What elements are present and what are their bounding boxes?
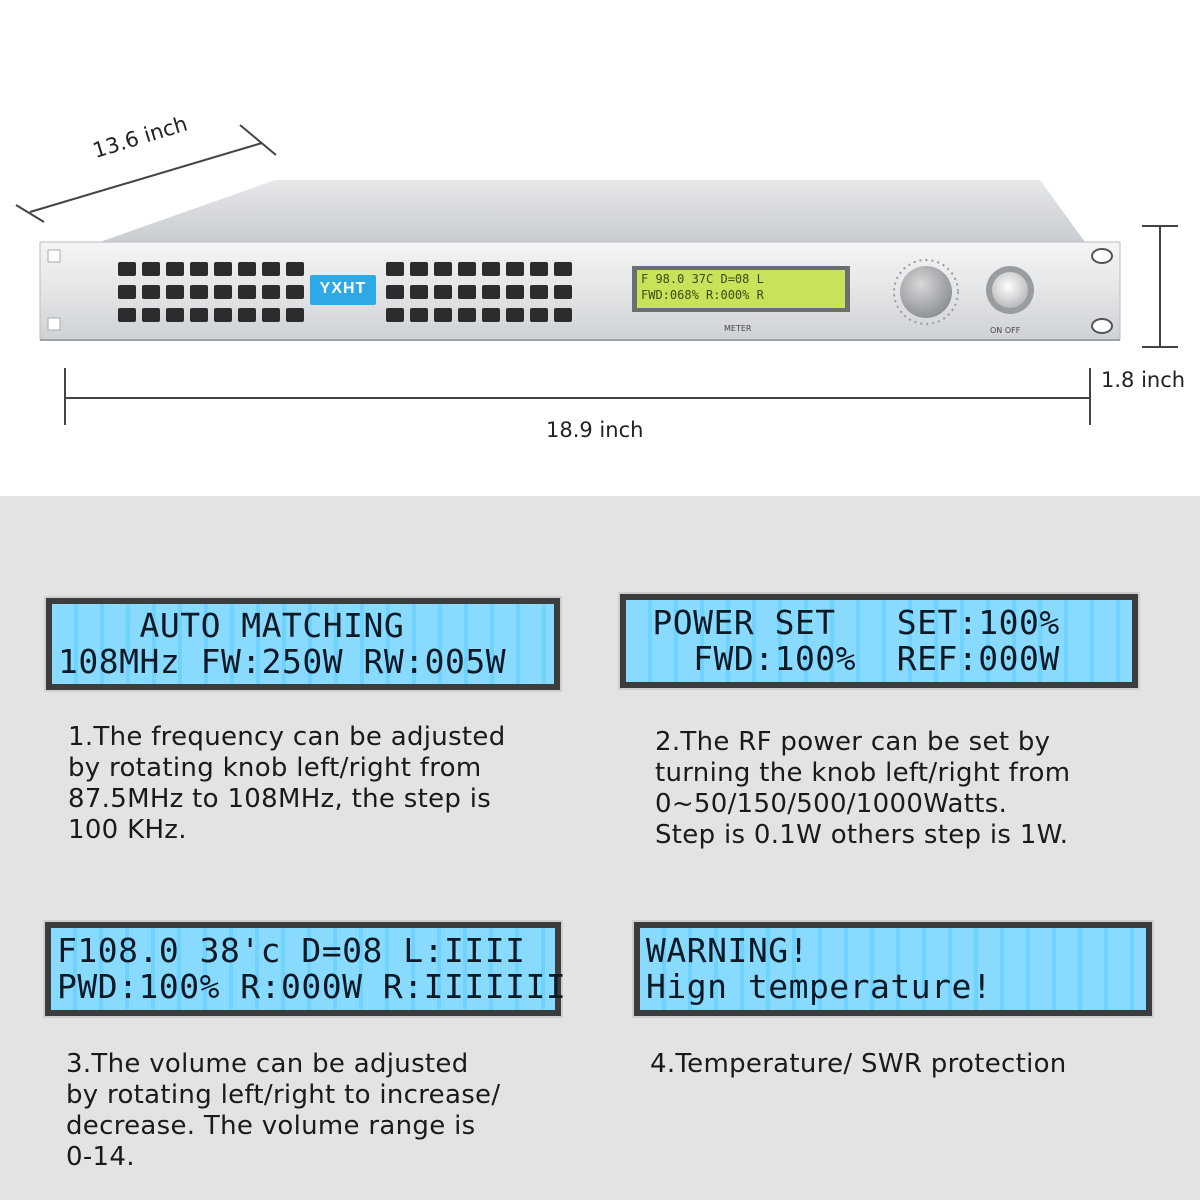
vent-slot <box>262 308 280 322</box>
vent-slot <box>506 262 524 276</box>
caption-line: 2.The RF power can be set by <box>655 727 1051 757</box>
vent-slot <box>482 285 500 299</box>
lcd-screen: AUTO MATCHING 108MHz FW:250W RW:005W <box>52 604 554 684</box>
lcd-line: WARNING! <box>646 931 809 970</box>
product-photo-area: 13.6 inch 18.9 inch 1.8 inch <box>0 0 1200 496</box>
vent-slot <box>434 308 452 322</box>
device-display-label: METER <box>724 324 752 333</box>
vent-slot <box>530 262 548 276</box>
transmitter-device <box>39 180 1121 341</box>
caption-volume: 3.The volume can be adjusted by rotating… <box>66 1049 500 1173</box>
caption-rf-power: 2.The RF power can be set by turning the… <box>655 727 1070 851</box>
caption-line: by rotating left/right to increase/ <box>66 1080 501 1110</box>
vent-slot <box>386 308 404 322</box>
vent-slot <box>386 285 404 299</box>
lcd-line: PWD:100% R:000W R:IIIIIII <box>57 967 567 1006</box>
vent-slot <box>118 285 136 299</box>
lcd-panel-warning: WARNING! Hign temperature! <box>632 920 1154 1018</box>
lcd-screen: WARNING! Hign temperature! <box>640 928 1146 1010</box>
vent-slot <box>410 308 428 322</box>
vent-slot <box>458 285 476 299</box>
vent-slot <box>238 285 256 299</box>
vent-slot <box>458 262 476 276</box>
vent-slot <box>190 262 208 276</box>
lcd-panel-auto-matching: AUTO MATCHING 108MHz FW:250W RW:005W <box>44 596 562 692</box>
caption-line: Step is 0.1W others step is 1W. <box>655 820 1069 850</box>
vent-slot <box>118 308 136 322</box>
vent-slot <box>434 285 452 299</box>
vent-slot <box>530 285 548 299</box>
lcd-line: F108.0 38'c D=08 L:IIII <box>57 931 526 970</box>
lcd-screen: F108.0 38'c D=08 L:IIII PWD:100% R:000W … <box>51 928 567 1010</box>
vent-slot <box>214 308 232 322</box>
vent-slot <box>482 308 500 322</box>
vent-slot <box>142 285 160 299</box>
vent-slot <box>190 308 208 322</box>
vent-slot <box>214 262 232 276</box>
caption-line: 100 KHz. <box>68 815 187 845</box>
vent-slot <box>554 308 572 322</box>
caption-line: 0-14. <box>66 1142 135 1172</box>
vent-slot <box>166 308 184 322</box>
vent-slot <box>410 285 428 299</box>
vent-slot <box>214 285 232 299</box>
vent-slot <box>238 262 256 276</box>
caption-line: 1.The frequency can be adjusted <box>68 722 506 752</box>
vent-slot <box>166 262 184 276</box>
vent-slot <box>286 285 304 299</box>
vent-slot <box>166 285 184 299</box>
vent-slot <box>262 262 280 276</box>
lcd-line: POWER SET SET:100% <box>632 603 1060 642</box>
lcd-line: AUTO MATCHING <box>58 606 405 645</box>
lcd-line: 108MHz FW:250W RW:005W <box>58 642 507 681</box>
caption-line: 0~50/150/500/1000Watts. <box>655 789 1008 819</box>
caption-line: 4.Temperature/ SWR protection <box>650 1049 1067 1079</box>
caption-protection: 4.Temperature/ SWR protection <box>650 1049 1067 1080</box>
vent-slot <box>482 262 500 276</box>
vent-slot <box>506 285 524 299</box>
caption-line: 3.The volume can be adjusted <box>66 1049 469 1079</box>
vent-slot <box>142 308 160 322</box>
vent-slot <box>238 308 256 322</box>
vent-slot <box>386 262 404 276</box>
device-display-line2: FWD:068% R:000% R <box>641 288 764 302</box>
vent-slot <box>530 308 548 322</box>
vent-slot <box>118 262 136 276</box>
lcd-screen: POWER SET SET:100% FWD:100% REF:000W <box>626 600 1132 682</box>
caption-line: by rotating knob left/right from <box>68 753 482 783</box>
vent-slot <box>458 308 476 322</box>
depth-dimension-line <box>15 124 1178 425</box>
lcd-panel-power-set: POWER SET SET:100% FWD:100% REF:000W <box>618 592 1140 690</box>
vent-slot <box>434 262 452 276</box>
lcd-line: Hign temperature! <box>646 967 993 1006</box>
lcd-line: FWD:100% REF:000W <box>632 639 1060 678</box>
device-display-line1: F 98.0 37C D=08 L <box>641 272 764 286</box>
caption-line: decrease. The volume range is <box>66 1111 476 1141</box>
caption-line: 87.5MHz to 108MHz, the step is <box>68 784 492 814</box>
caption-frequency: 1.The frequency can be adjusted by rotat… <box>68 722 506 846</box>
vent-slot <box>262 285 280 299</box>
device-power-label: ON OFF <box>990 326 1021 335</box>
vent-slot <box>410 262 428 276</box>
vent-slot <box>286 308 304 322</box>
vent-slot <box>554 262 572 276</box>
height-label: 1.8 inch <box>1101 368 1186 392</box>
vent-slot <box>142 262 160 276</box>
lcd-panel-status: F108.0 38'c D=08 L:IIII PWD:100% R:000W … <box>43 920 567 1018</box>
vent-slot <box>506 308 524 322</box>
vent-slot <box>286 262 304 276</box>
device-brand-badge: YXHT <box>319 280 367 297</box>
vent-slot <box>190 285 208 299</box>
width-label: 18.9 inch <box>546 418 644 442</box>
caption-line: turning the knob left/right from <box>655 758 1071 788</box>
vent-slot <box>554 285 572 299</box>
